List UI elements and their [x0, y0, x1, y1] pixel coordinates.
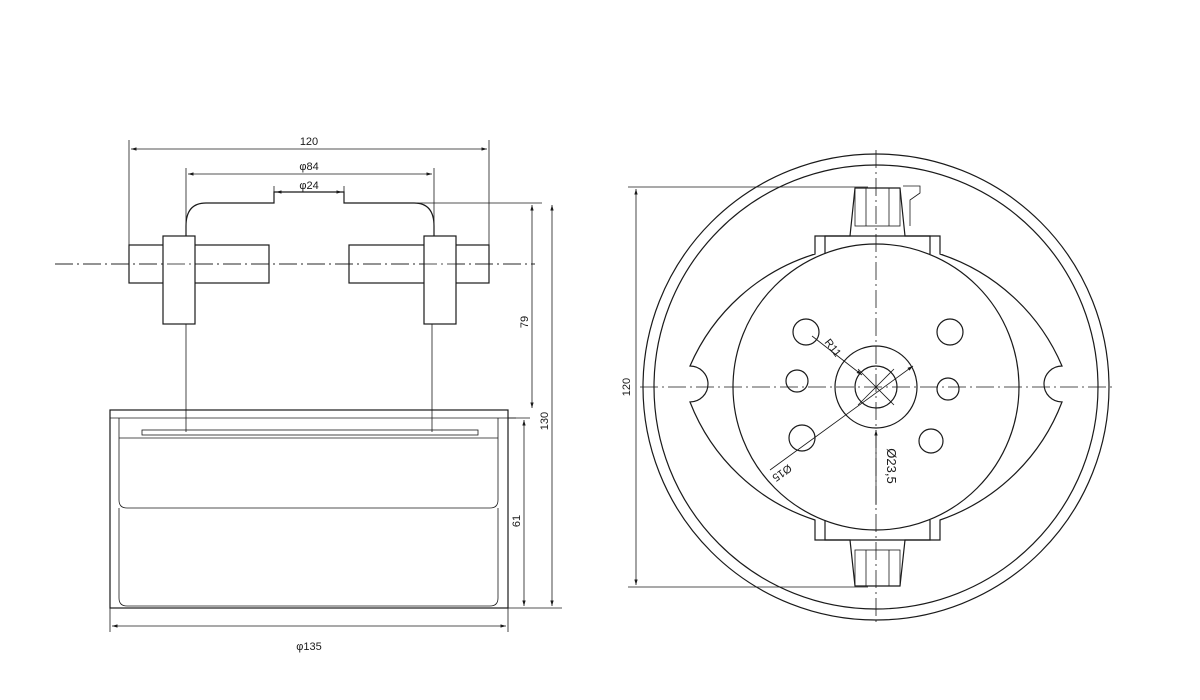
- dim-label-phi24: φ24: [299, 180, 318, 192]
- hole-6: [918, 428, 944, 454]
- label-phi23-5: Ø23,5: [884, 448, 899, 483]
- left-bracket: [162, 235, 196, 325]
- hole-3: [785, 369, 809, 393]
- dim-label-front-120: 120: [621, 378, 633, 396]
- dim-label-phi135: φ135: [296, 641, 322, 653]
- top-terminal: [854, 187, 901, 227]
- housing-outline: [689, 235, 1063, 541]
- body-plate: [141, 429, 479, 436]
- dim-label-79: 79: [519, 316, 531, 328]
- right-bracket: [423, 235, 457, 325]
- bottom-terminal: [854, 549, 901, 587]
- front-view: R11 Ø23,5 Ø15 120: [621, 150, 1112, 624]
- body-upper-inner: [118, 418, 499, 509]
- body-lower-inner: [118, 508, 499, 607]
- hole-2: [936, 318, 964, 346]
- side-view: 120 φ84 φ24 79 130 61 φ135: [55, 136, 562, 653]
- dim-label-120: 120: [300, 136, 318, 148]
- leader-phi15: [769, 365, 914, 471]
- main-body: [109, 409, 509, 609]
- top-boss: [185, 191, 435, 236]
- label-phi15: Ø15: [770, 462, 794, 484]
- hole-5: [788, 424, 816, 452]
- label-r11: R11: [822, 337, 843, 360]
- dim-label-61: 61: [511, 515, 523, 527]
- top-clip: [903, 185, 921, 226]
- dim-label-phi84: φ84: [299, 161, 318, 173]
- hole-4: [936, 377, 960, 401]
- hole-1: [792, 318, 820, 346]
- leader-r11: [811, 335, 863, 376]
- dim-label-130: 130: [539, 412, 551, 430]
